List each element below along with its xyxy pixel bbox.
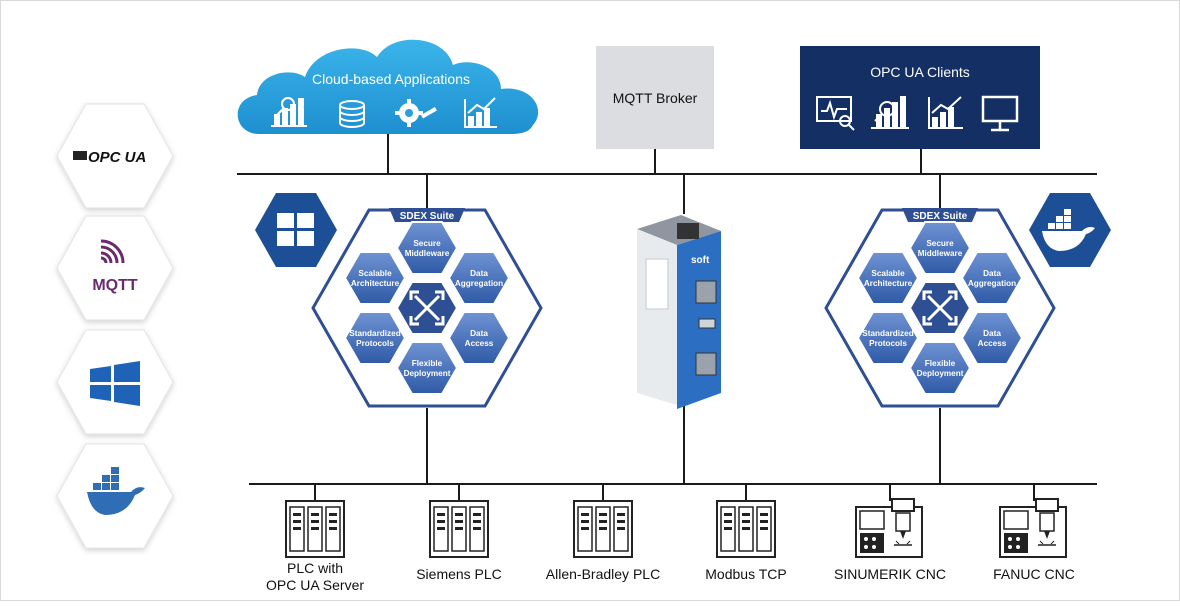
suite-title: SDEX Suite [913,211,968,222]
network-bus [237,134,1097,501]
plc-icon [429,500,489,558]
field-device-label: SINUMERIK CNC [834,566,946,582]
opc-ua-logo-text: OPC UA [88,149,146,166]
docker-logo-icon [87,467,145,515]
database-icon [339,100,365,128]
cnc-icon [999,498,1067,558]
bar-search-icon [871,96,909,129]
module-label: Flexible [412,359,443,368]
docker-logo-icon [1042,209,1095,251]
sidebar-item-opc-ua [56,103,174,209]
module-label: Protocols [356,339,394,348]
module-label: Data [470,329,488,338]
monitor-icon [981,95,1019,132]
module-label: Aggregation [455,279,503,288]
module-label: Scalable [871,269,905,278]
module-label: Deployment [917,369,964,378]
hub-connector-icon [922,290,958,326]
sidebar-item-mqtt [56,215,174,321]
field-device-label: OPC UA Server [266,577,364,593]
hub-connector-icon [409,290,445,326]
module-label: Middleware [405,249,450,258]
module-label: Aggregation [968,279,1016,288]
suite-title-bar [389,208,465,222]
windows-logo-icon [277,213,314,246]
device-brand-label: soft [691,255,710,266]
suite-title: SDEX Suite [400,211,455,222]
module-label: Data [983,269,1001,278]
trend-chart-icon [928,96,963,129]
usb-port [698,318,716,329]
module-label: Secure [413,239,441,248]
field-device-label: Modbus TCP [705,566,786,582]
module-label: Architecture [864,279,913,288]
module-label: Middleware [918,249,963,258]
opc-ua-clients-label: OPC UA Clients [870,64,970,80]
suite-title-bar [902,208,978,222]
opc-ua-clients-box: OPC UA Clients [800,46,1040,149]
module-label: Architecture [351,279,400,288]
cloud-applications: Cloud-based Applications [237,39,539,134]
center-hub [395,281,459,335]
module-label: Scalable [358,269,392,278]
windows-logo-icon [90,361,140,406]
field-device-label: PLC with [287,560,343,576]
edge-gateway-device: soft [637,215,721,409]
line-chart-icon [464,97,497,128]
monitor-analytics-icon [816,96,855,131]
settings-tools-icon [395,99,437,127]
plc-icon [716,500,776,558]
docker-platform-badge [1029,193,1111,267]
module-label: Secure [926,239,954,248]
module-label: Access [978,339,1007,348]
center-hub [908,281,972,335]
module-label: Standardized [862,329,913,338]
ethernet-port-2 [695,352,717,376]
cnc-icon [855,498,923,558]
module-label: Data [983,329,1001,338]
sdex-suite-right: SDEX SuiteSecureMiddlewareDataAggregatio… [824,208,1056,408]
plc-icon [573,500,633,558]
field-device-label: FANUC CNC [993,566,1075,582]
windows-platform-badge [255,193,337,267]
module-label: Protocols [869,339,907,348]
sdex-suite-left: SDEX SuiteSecureMiddlewareDataAggregatio… [311,208,543,408]
opc-ua-logo-icon: OPC UA [73,149,146,166]
module-label: Data [470,269,488,278]
mqtt-broker-label: MQTT Broker [613,90,698,106]
module-label: Flexible [925,359,956,368]
field-device-label: Siemens PLC [416,566,502,582]
mqtt-logo-text: MQTT [92,277,138,294]
device-label-sticker [645,258,669,310]
module-label: Standardized [349,329,400,338]
module-label: Access [465,339,494,348]
mqtt-broker-box: MQTT Broker [596,46,714,149]
top-connector [677,223,699,239]
cloud-label: Cloud-based Applications [312,71,470,87]
plc-icon [285,500,345,558]
ethernet-port-1 [695,280,717,304]
module-label: Deployment [404,369,451,378]
analytics-search-icon [271,97,307,127]
field-devices: PLC with OPC UA Server Siemens PLC Allen… [266,498,1075,593]
field-device-label: Allen-Bradley PLC [546,566,660,582]
protocol-sidebar: OPC UA MQTT [56,103,174,549]
mqtt-logo-icon: MQTT [92,239,138,294]
